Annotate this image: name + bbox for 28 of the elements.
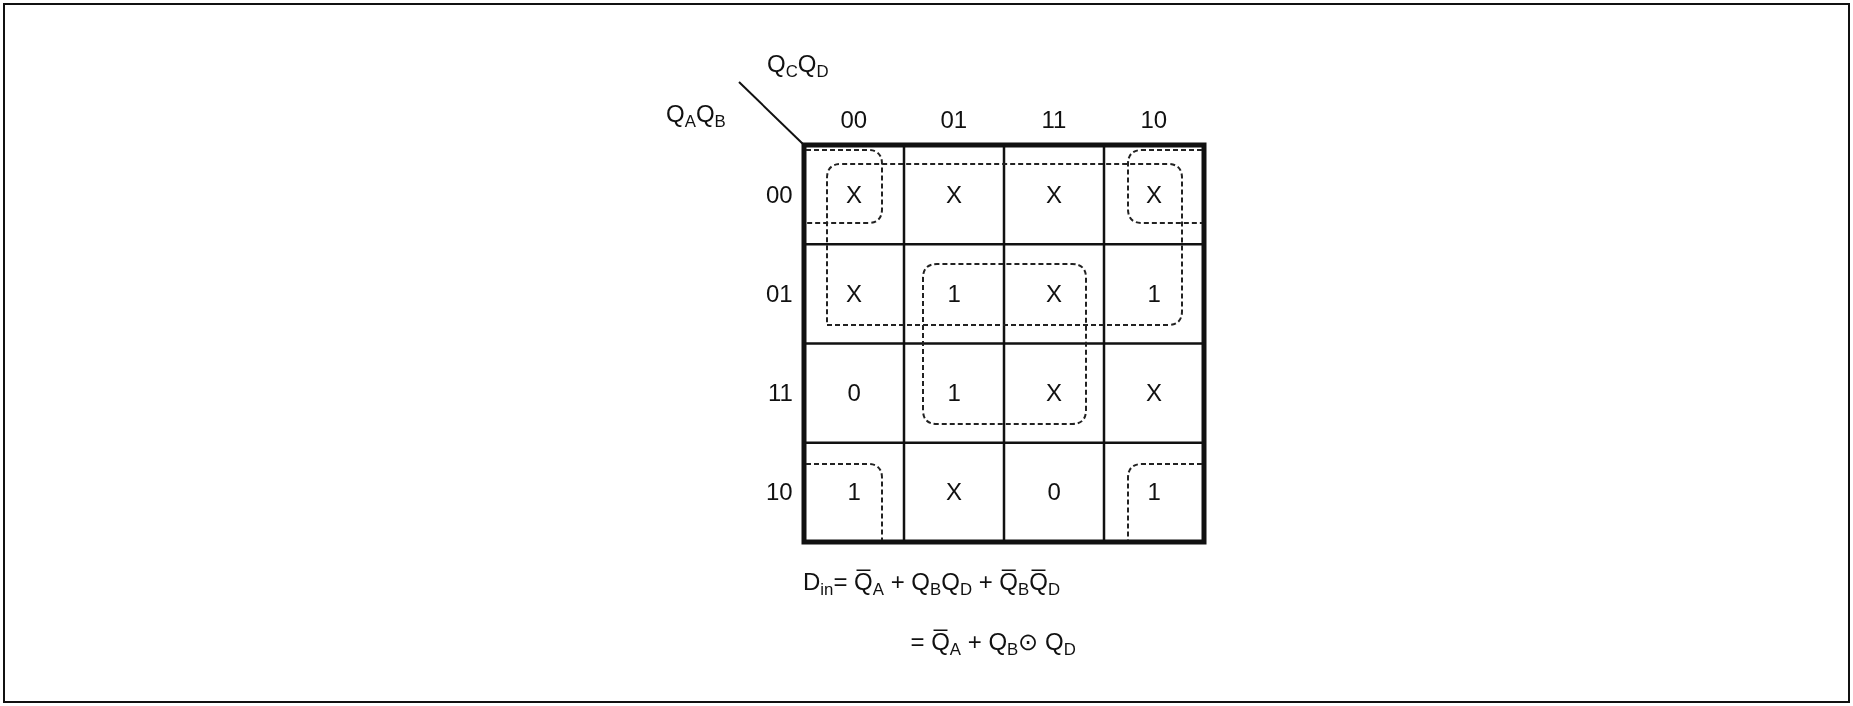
column-header: 00: [840, 108, 868, 132]
cell-value: 1: [1147, 281, 1161, 306]
cell-value: X: [946, 182, 962, 207]
row-variable-label: Q$_{A}$Q$_{B}$: [666, 101, 726, 131]
cell-value: 1: [847, 480, 861, 505]
equation: = Q̅$_{A}$ + Q$_{B}$⊙ Q$_{D}$: [910, 629, 1076, 659]
cell-value: X: [1046, 381, 1062, 406]
column-variable-label: Q$_{C}$Q$_{D}$: [767, 51, 829, 81]
row-header: 01: [766, 281, 793, 306]
cell-value: X: [1146, 381, 1162, 406]
column-header: 10: [1140, 108, 1168, 132]
equation: D$_{in}$= Q̅$_{A}$ + Q$_{B}$Q$_{D}$ + Q̅$_{B}$Q̅$_{D}$: [803, 569, 1061, 599]
row-header: 00: [766, 182, 793, 207]
cell-value: 1: [947, 281, 961, 306]
cell-value: X: [846, 182, 862, 207]
cell-value: 0: [847, 381, 861, 406]
cell-value: 1: [947, 381, 961, 406]
cell-value: X: [846, 281, 862, 306]
column-header: 01: [940, 108, 968, 132]
cell-value: 1: [1147, 480, 1161, 505]
row-header: 11: [768, 381, 793, 406]
cell-value: X: [1046, 281, 1062, 306]
column-header: 11: [1041, 108, 1067, 132]
row-header: 10: [766, 480, 793, 505]
cell-value: 0: [1047, 480, 1061, 505]
cell-value: X: [946, 480, 962, 505]
cell-value: X: [1146, 182, 1162, 207]
cell-value: X: [1046, 182, 1062, 207]
